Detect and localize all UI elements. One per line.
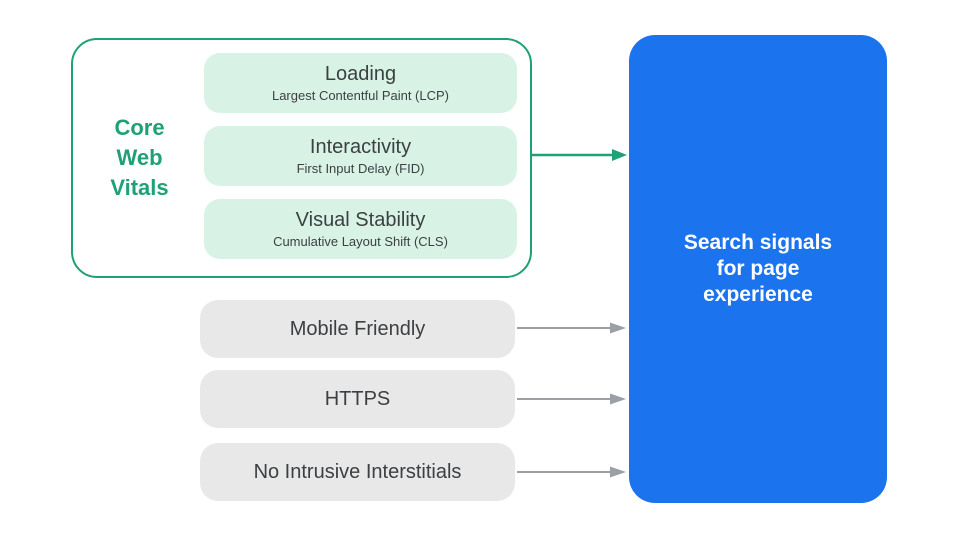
core-web-vitals-group: Core Web Vitals Loading Largest Contentf… [71, 38, 532, 278]
visual-stability-pill: Visual Stability Cumulative Layout Shift… [204, 199, 517, 259]
gray-arrow-icon [517, 466, 626, 478]
core-web-vitals-label-line: Web [116, 145, 163, 170]
gray-arrow-icon [517, 322, 626, 334]
interactivity-pill: Interactivity First Input Delay (FID) [204, 126, 517, 186]
gray-arrow-icon [517, 393, 626, 405]
search-signals-line: experience [703, 283, 813, 306]
search-signals-box: Search signals for page experience [629, 35, 887, 503]
search-signals-line: Search signals [683, 231, 833, 254]
visual-stability-pill-subtitle: Cumulative Layout Shift (CLS) [273, 234, 448, 249]
no-intrusive-interstitials-label: No Intrusive Interstitials [253, 460, 462, 483]
https-label: HTTPS [324, 387, 391, 410]
loading-pill: Loading Largest Contentful Paint (LCP) [204, 53, 517, 113]
mobile-friendly-label: Mobile Friendly [289, 317, 426, 340]
core-web-vitals-label-line: Core [114, 115, 165, 140]
no-intrusive-interstitials-pill: No Intrusive Interstitials [200, 443, 515, 501]
visual-stability-pill-title: Visual Stability [295, 209, 426, 231]
core-web-vitals-label: Core Web Vitals [73, 40, 206, 276]
core-web-vitals-pill-list: Loading Largest Contentful Paint (LCP) I… [204, 53, 517, 259]
interactivity-pill-subtitle: First Input Delay (FID) [296, 161, 425, 176]
mobile-friendly-pill: Mobile Friendly [200, 300, 515, 358]
green-arrow-icon [530, 149, 627, 161]
interactivity-pill-title: Interactivity [309, 136, 412, 158]
core-web-vitals-label-line: Vitals [110, 175, 169, 200]
https-pill: HTTPS [200, 370, 515, 428]
search-signals-text: Search signals for page experience [684, 230, 832, 308]
search-signals-line: for page [716, 257, 800, 280]
loading-pill-subtitle: Largest Contentful Paint (LCP) [271, 88, 450, 103]
loading-pill-title: Loading [324, 63, 397, 85]
